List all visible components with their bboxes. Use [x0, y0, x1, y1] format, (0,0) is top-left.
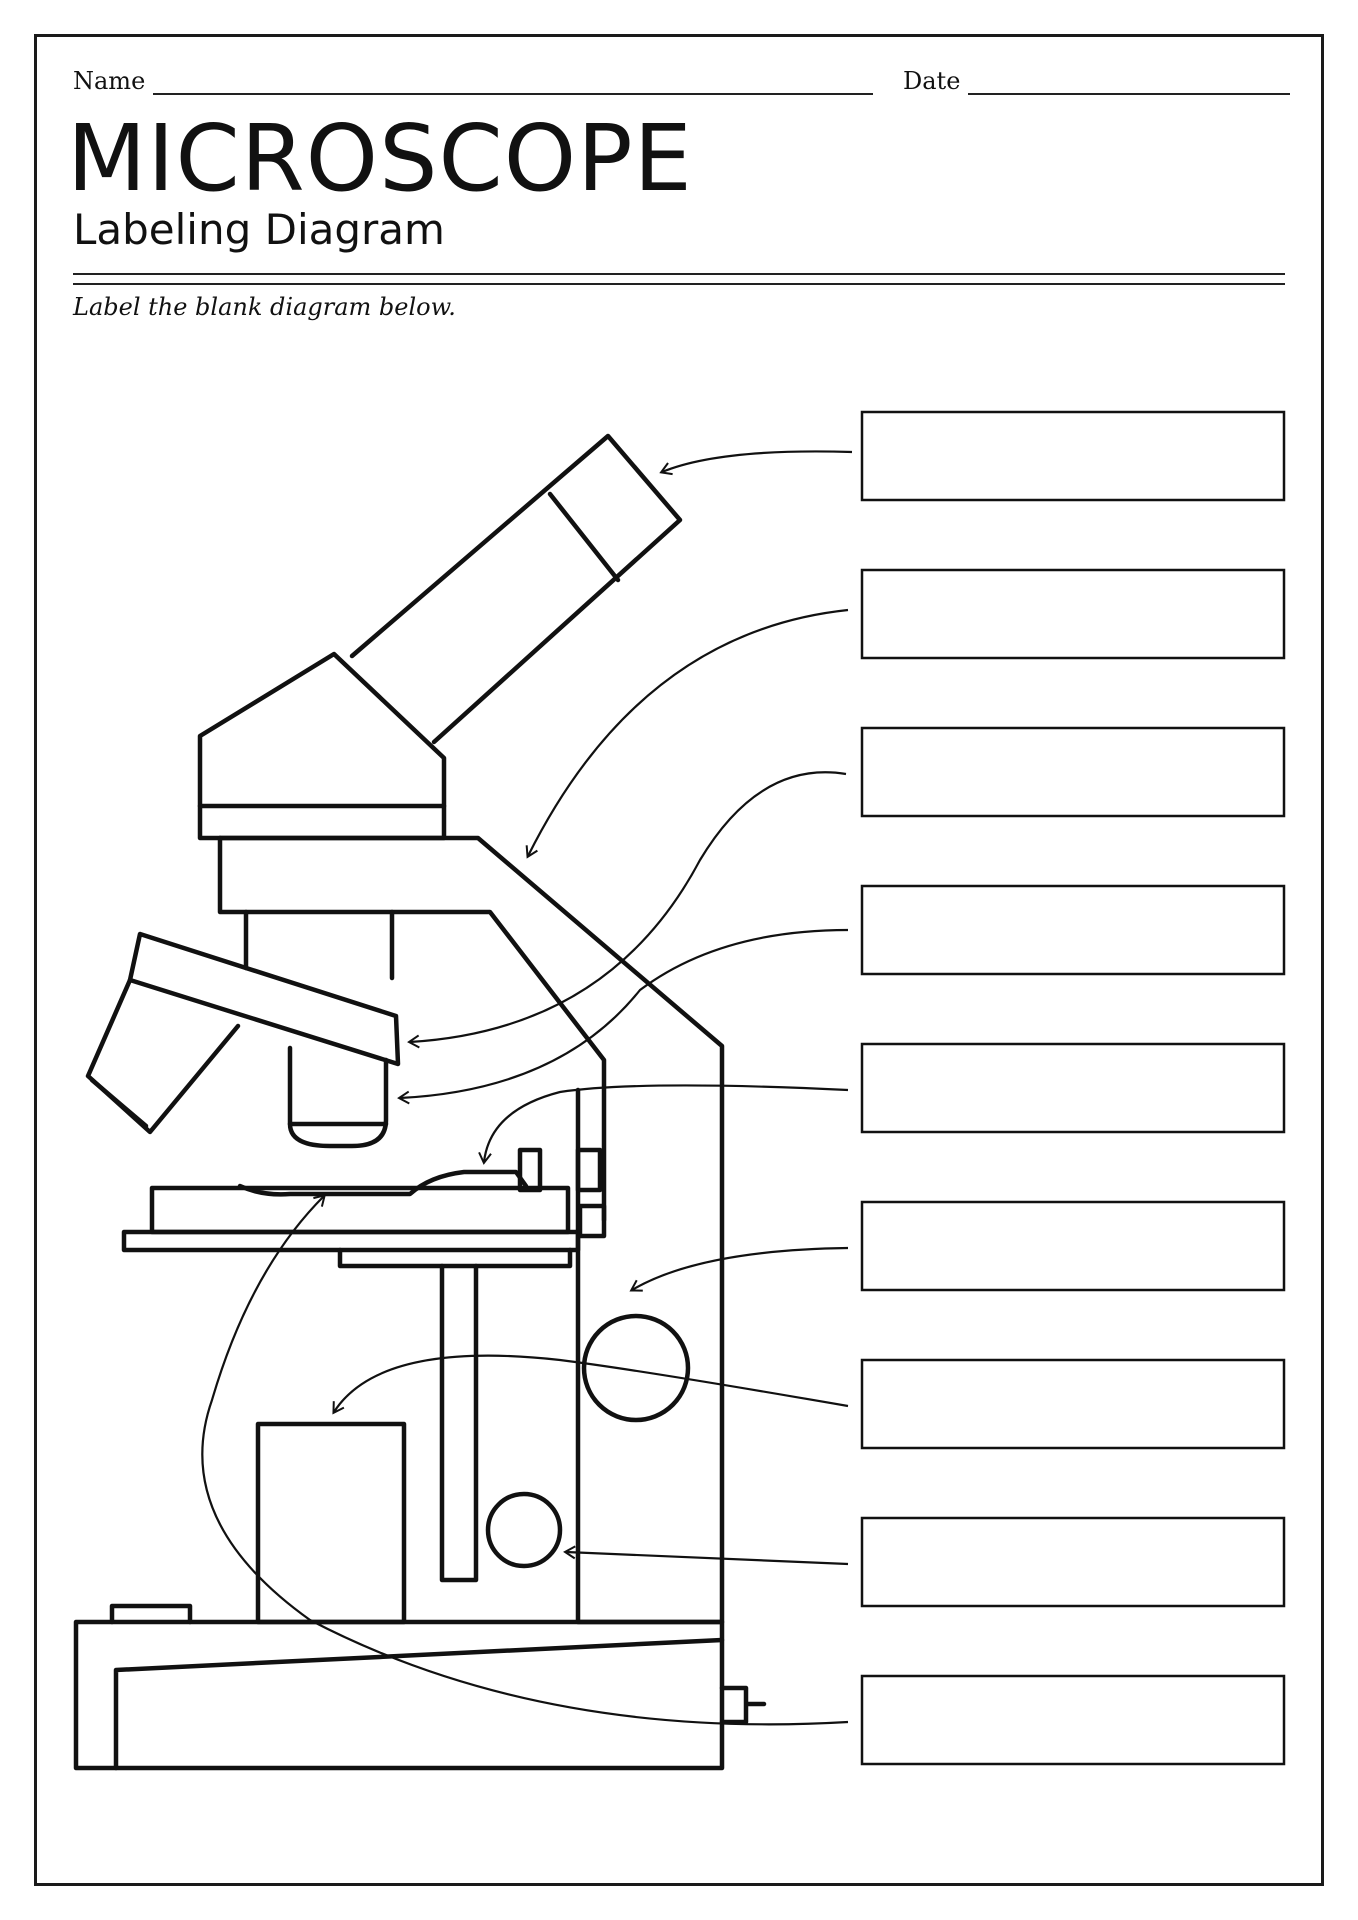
label-box-7[interactable]: [860, 1358, 1286, 1450]
instruction-text: Label the blank diagram below.: [73, 293, 456, 321]
label-box-6[interactable]: [860, 1200, 1286, 1292]
revolving-nosepiece: [127, 931, 401, 1067]
stage-base: [121, 1229, 581, 1253]
leader-line-3: [407, 771, 847, 1049]
microscope-head: [197, 651, 447, 841]
label-box-4[interactable]: [860, 884, 1286, 976]
substage-column: [439, 1263, 479, 1583]
date-blank-line[interactable]: [968, 69, 1291, 95]
fine-focus-knob: [485, 1491, 563, 1569]
leader-line-8: [563, 1545, 849, 1566]
leader-line-2: [525, 608, 849, 859]
leader-line-9: [201, 1193, 849, 1726]
label-boxes: [860, 410, 1286, 1766]
label-box-1[interactable]: [860, 410, 1286, 502]
name-field[interactable]: Name: [73, 67, 874, 95]
stage-knobs: [517, 1147, 603, 1193]
title-rule-bottom: [73, 283, 1285, 285]
name-blank-line[interactable]: [153, 69, 874, 95]
stage-adjust: [577, 1203, 607, 1239]
stage-clip: [237, 1169, 529, 1197]
title-rule-top: [73, 273, 1285, 275]
leader-line-5: [478, 1084, 849, 1165]
date-field[interactable]: Date: [903, 67, 1291, 95]
label-box-3[interactable]: [860, 726, 1286, 818]
objective-left: [85, 977, 241, 1135]
label-box-9[interactable]: [860, 1674, 1286, 1766]
base-switch: [109, 1603, 193, 1625]
date-label: Date: [903, 67, 961, 95]
microscope-drawing: [73, 433, 767, 1771]
header-fields: Name Date: [73, 67, 1291, 107]
power-knob: [719, 1685, 767, 1725]
coarse-focus-knob: [581, 1313, 691, 1423]
microscope-arm: [217, 835, 725, 1625]
label-box-8[interactable]: [860, 1516, 1286, 1608]
leader-line-7: [332, 1354, 849, 1415]
arm-inner: [217, 835, 607, 1223]
page-subtitle: Labeling Diagram: [73, 205, 445, 254]
condenser: [337, 1247, 573, 1269]
leader-line-1: [659, 450, 853, 476]
objective-center: [287, 1045, 389, 1149]
leader-lines: [201, 450, 853, 1726]
label-box-2[interactable]: [860, 568, 1286, 660]
nosepiece: [243, 909, 395, 981]
eyepiece-tube: [349, 433, 683, 745]
worksheet-page: Name Date MICROSCOPE Labeling Diagram La…: [34, 34, 1324, 1886]
illuminator: [255, 1421, 407, 1625]
microscope-base: [73, 1619, 725, 1771]
leader-line-6: [629, 1246, 849, 1292]
name-label: Name: [73, 67, 146, 95]
base-inner: [113, 1637, 725, 1771]
objective-left-ring: [89, 1077, 149, 1129]
leader-line-4: [397, 928, 849, 1105]
label-box-5[interactable]: [860, 1042, 1286, 1134]
eyepiece-ring: [547, 491, 621, 583]
page-title: MICROSCOPE: [67, 105, 693, 212]
